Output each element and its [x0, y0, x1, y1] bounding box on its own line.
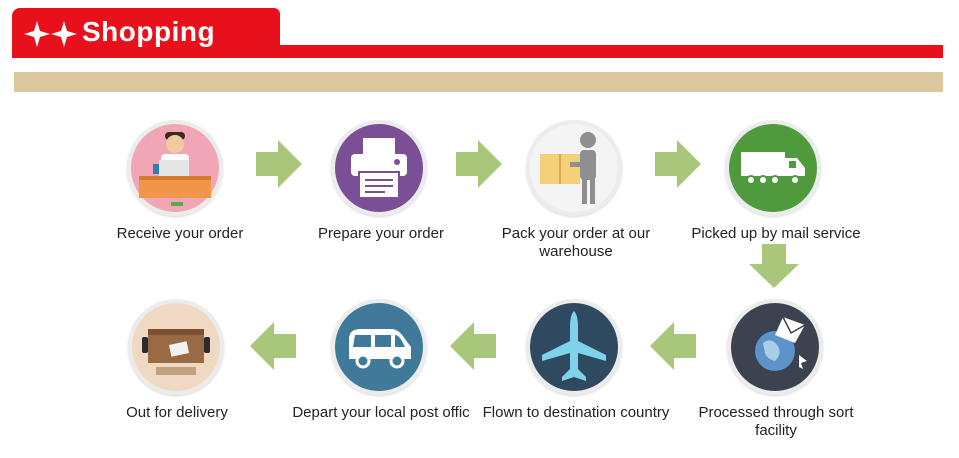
arrow-right-icon — [655, 140, 701, 188]
step-label: Depart your local post offic — [292, 404, 470, 421]
arrow-down-icon — [749, 244, 799, 288]
arrow-left-icon — [250, 322, 296, 370]
airplane-icon — [530, 303, 618, 391]
step-out-for-delivery — [128, 299, 224, 395]
arrow-right-icon — [256, 140, 302, 188]
person-carrying-box-icon — [530, 124, 618, 212]
page-title: Shopping — [82, 16, 216, 47]
sparkle-stars-icon — [24, 21, 77, 47]
arrow-left-icon — [450, 322, 496, 370]
step-label: Pack your order at our warehouse — [501, 225, 651, 260]
arrow-right-icon — [456, 140, 502, 188]
step-pack-order — [526, 120, 622, 216]
printer-icon — [335, 124, 423, 212]
globe-mail-icon — [731, 303, 819, 391]
divider-band — [14, 72, 943, 92]
clerk-at-desk-icon — [131, 124, 219, 212]
step-label: Prepare your order — [318, 225, 444, 242]
step-label: Flown to destination country — [482, 404, 670, 421]
arrow-left-icon — [650, 322, 696, 370]
step-flown — [526, 299, 622, 395]
section-header: Shopping — [12, 8, 943, 58]
step-label: Out for delivery — [126, 404, 228, 421]
step-picked-up — [725, 120, 821, 216]
header-bar — [12, 45, 943, 58]
step-label: Picked up by mail service — [691, 225, 861, 242]
step-label: Receive your order — [116, 225, 244, 242]
van-icon — [335, 303, 423, 391]
step-depart — [331, 299, 427, 395]
truck-icon — [729, 124, 817, 212]
step-prepare-order — [331, 120, 427, 216]
step-processed — [727, 299, 823, 395]
step-label: Processed through sort facility — [698, 404, 854, 439]
step-receive-order — [127, 120, 223, 216]
package-icon — [132, 303, 220, 391]
